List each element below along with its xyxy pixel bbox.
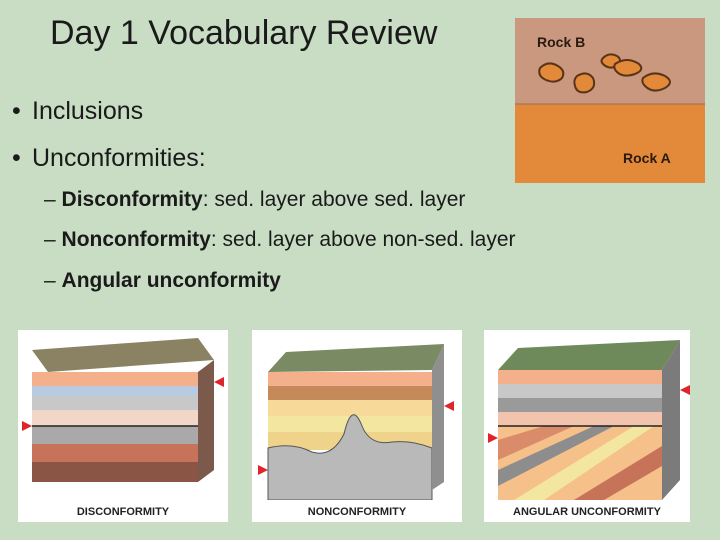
inclusion-rock-image: Rock B Rock A xyxy=(515,18,705,183)
bullet-marker: • xyxy=(12,144,21,172)
arrow-right-icon xyxy=(214,377,224,387)
tilted-layers xyxy=(498,426,662,500)
arrow-right-icon xyxy=(444,401,454,411)
bullet-inclusions: • Inclusions xyxy=(12,97,143,126)
arrow-left-icon xyxy=(258,465,268,475)
definition: : sed. layer above sed. layer xyxy=(202,188,466,211)
arrow-left-icon xyxy=(488,433,498,443)
term: Angular unconformity xyxy=(61,269,281,292)
sub-bullet-angular-unconformity: – Angular unconformity xyxy=(44,269,281,293)
diagram-caption: DISCONFORMITY xyxy=(76,506,170,518)
dash-marker: – xyxy=(44,188,56,211)
rock-a-label: Rock A xyxy=(623,150,671,166)
bullet-marker: • xyxy=(12,97,21,125)
disconformity-diagram: DISCONFORMITY xyxy=(18,330,228,522)
definition: : sed. layer above non-sed. layer xyxy=(210,228,516,251)
term: Nonconformity xyxy=(61,228,211,251)
rock-a-layer xyxy=(515,104,705,183)
diagram-caption: NONCONFORMITY xyxy=(307,506,407,518)
slide-title: Day 1 Vocabulary Review xyxy=(50,14,438,52)
inclusion-fragments xyxy=(538,53,671,94)
dash-marker: – xyxy=(44,269,56,292)
arrow-right-icon xyxy=(680,385,690,395)
term: Disconformity xyxy=(61,188,203,211)
sub-bullet-nonconformity: – Nonconformity: sed. layer above non-se… xyxy=(44,228,516,252)
rock-b-label: Rock B xyxy=(537,34,585,50)
angular-unconformity-diagram: ANGULAR UNCONFORMITY xyxy=(484,330,690,522)
sub-bullet-disconformity: – Disconformity: sed. layer above sed. l… xyxy=(44,188,465,212)
nonconformity-diagram: NONCONFORMITY xyxy=(252,330,462,522)
arrow-left-icon xyxy=(22,421,32,431)
bullet-unconformities: • Unconformities: xyxy=(12,144,206,173)
bullet-text: Unconformities: xyxy=(32,144,206,172)
diagram-caption: ANGULAR UNCONFORMITY xyxy=(513,506,661,518)
dash-marker: – xyxy=(44,228,56,251)
bullet-text: Inclusions xyxy=(32,97,144,125)
